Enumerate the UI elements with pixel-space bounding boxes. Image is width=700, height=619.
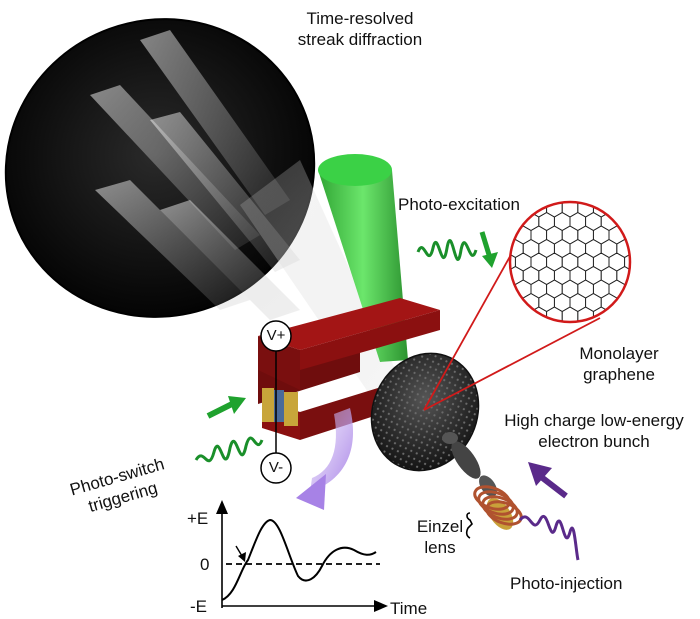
- streak-label-line1: Time-resolved: [306, 9, 414, 28]
- curved-arrow-icon: [296, 408, 354, 510]
- monolayer-label-line2: graphene: [583, 365, 655, 384]
- plot-x-label: Time: [390, 599, 428, 618]
- excitation-arrow-icon: [479, 231, 498, 268]
- x-axis-arrowhead: [374, 600, 388, 612]
- streak-label-line2: streak diffraction: [297, 30, 423, 49]
- electron-bunch: [442, 432, 497, 497]
- v-plus-label: V+: [266, 327, 286, 344]
- magnifier-lines: [423, 234, 601, 411]
- hex-cell: [608, 202, 626, 218]
- electron-bunch-label-line2: electron bunch: [538, 432, 650, 451]
- injection-arrow-icon: [528, 462, 568, 499]
- einzel-brace: [465, 512, 473, 539]
- einzel-lens-label: Einzel lens: [410, 516, 470, 558]
- detector-screen: [4, 18, 316, 320]
- hex-cell: [608, 306, 626, 322]
- v-minus-label: V-: [268, 459, 284, 476]
- hex-cell: [632, 267, 648, 285]
- injection-pulse-wave: [518, 515, 580, 561]
- hex-cell: [514, 306, 532, 322]
- y-axis-arrowhead: [216, 500, 228, 514]
- einzel-lens-label-line1: Einzel: [416, 517, 464, 536]
- monolayer-label: Monolayer graphene: [574, 343, 664, 385]
- hex-cell: [585, 202, 602, 205]
- einzel-lens-coil: [473, 485, 523, 530]
- electron-bunch-label: High charge low-energy electron bunch: [494, 410, 694, 452]
- einzel-lens-label-line2: lens: [424, 538, 456, 557]
- electron-bunch-label-line1: High charge low-energy: [504, 411, 684, 430]
- streak-deflector: [258, 298, 440, 440]
- field-waveform: [221, 518, 377, 601]
- switch-arrow-icon: [206, 396, 246, 419]
- hex-cell: [585, 319, 602, 322]
- photo-injection-label: Photo-injection: [510, 574, 623, 593]
- switch-pulse-wave: [194, 436, 264, 463]
- hex-cell: [538, 202, 555, 205]
- voltage-circuit: [260, 320, 292, 484]
- photo-excitation-label: Photo-excitation: [398, 195, 520, 214]
- plot-y-top-label: +E: [187, 509, 209, 528]
- plot-y-bottom-label: -E: [190, 597, 207, 616]
- excitation-pulse-wave: [416, 239, 478, 261]
- trigger-arrow-icon: [235, 545, 246, 562]
- hex-cell: [538, 319, 555, 322]
- monolayer-label-line1: Monolayer: [579, 344, 659, 363]
- field-plot: [216, 500, 388, 612]
- streak-label: Time-resolved streak diffraction: [280, 8, 440, 50]
- hex-cell: [632, 240, 648, 258]
- plot-y-zero-label: 0: [200, 555, 210, 574]
